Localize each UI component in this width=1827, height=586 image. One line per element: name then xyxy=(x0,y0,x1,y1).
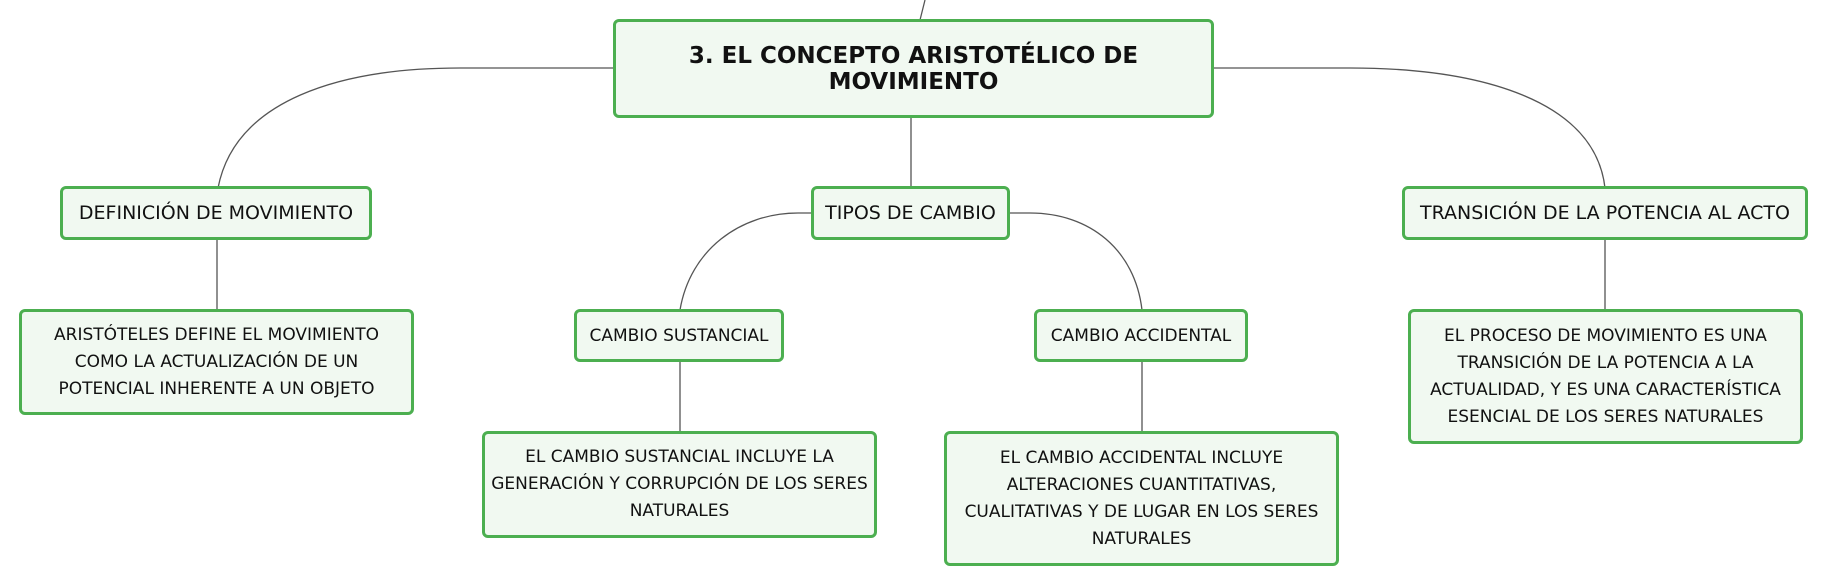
detail-definicion-text: ARISTÓTELES DEFINE EL MOVIMIENTO COMO LA… xyxy=(54,324,379,399)
link-root-to-transicion xyxy=(1214,67,1606,189)
topic-definicion[interactable]: DEFINICIÓN DE MOVIMIENTO xyxy=(60,186,372,240)
topic-sustancial-label: CAMBIO SUSTANCIAL xyxy=(589,325,769,346)
topic-tipos-label: TIPOS DE CAMBIO xyxy=(825,202,996,224)
root-topic[interactable]: 3. EL CONCEPTO ARISTOTÉLICO DE MOVIMIENT… xyxy=(613,19,1214,118)
detail-sustancial-text: EL CAMBIO SUSTANCIAL INCLUYE LA GENERACI… xyxy=(491,447,868,521)
topic-transicion[interactable]: TRANSICIÓN DE LA POTENCIA AL ACTO xyxy=(1402,186,1808,240)
link-parent-to-root xyxy=(919,0,926,21)
link-tipos-to-sustancial xyxy=(679,212,811,311)
detail-sustancial[interactable]: EL CAMBIO SUSTANCIAL INCLUYE LA GENERACI… xyxy=(482,431,877,538)
detail-transicion-text: EL PROCESO DE MOVIMIENTO ES UNA TRANSICI… xyxy=(1430,325,1781,427)
link-root-to-definicion xyxy=(217,67,613,189)
topic-cambio-sustancial[interactable]: CAMBIO SUSTANCIAL xyxy=(574,309,784,362)
topic-cambio-accidental[interactable]: CAMBIO ACCIDENTAL xyxy=(1034,309,1248,362)
detail-accidental[interactable]: EL CAMBIO ACCIDENTAL INCLUYE ALTERACIONE… xyxy=(944,431,1339,566)
detail-definicion[interactable]: ARISTÓTELES DEFINE EL MOVIMIENTO COMO LA… xyxy=(19,309,414,415)
topic-accidental-label: CAMBIO ACCIDENTAL xyxy=(1050,325,1232,346)
topic-transicion-label: TRANSICIÓN DE LA POTENCIA AL ACTO xyxy=(1420,202,1790,224)
topic-tipos-de-cambio[interactable]: TIPOS DE CAMBIO xyxy=(811,186,1010,240)
detail-transicion[interactable]: EL PROCESO DE MOVIMIENTO ES UNA TRANSICI… xyxy=(1408,309,1803,444)
detail-accidental-text: EL CAMBIO ACCIDENTAL INCLUYE ALTERACIONE… xyxy=(964,447,1319,549)
link-tipos-to-accidental xyxy=(1010,212,1143,311)
topic-definicion-label: DEFINICIÓN DE MOVIMIENTO xyxy=(78,202,354,224)
root-topic-label: 3. EL CONCEPTO ARISTOTÉLICO DE MOVIMIENT… xyxy=(688,42,1139,95)
